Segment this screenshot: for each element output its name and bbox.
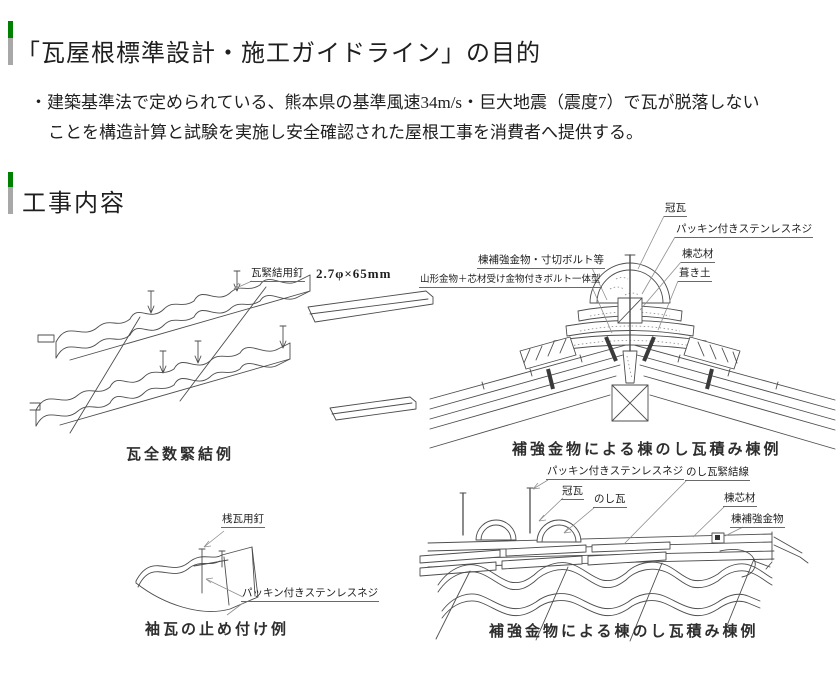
- intro-paragraph: ・建築基準法で定められている、熊本県の基準風速34m/s・巨大地震（震度7）で瓦…: [30, 88, 760, 148]
- leader-lines: [532, 479, 744, 545]
- caption-ridge-cross-section: 補強金物による棟のし瓦積み棟例: [512, 441, 782, 458]
- accent-bar-gray: [8, 187, 13, 214]
- reinforcement-battens: [519, 336, 741, 390]
- accent-bar-green: [8, 172, 13, 187]
- caption-tile-fastening: 瓦全数緊結例: [126, 446, 235, 463]
- label-tile-nail: 瓦緊結用釘: [250, 268, 305, 282]
- heading-accent-bar: [8, 21, 13, 65]
- ridge-beam: [611, 384, 649, 422]
- label-noshi-gawara: のし瓦: [593, 494, 627, 508]
- label-san-nail: 桟瓦用釘: [221, 514, 265, 528]
- gable-tile: [135, 546, 259, 612]
- label-packing-screw: パッキン付きステンレスネジ: [675, 224, 814, 238]
- label-mune-shinzai: 棟芯材: [681, 249, 715, 263]
- label-mune-hardware-side: 棟補強金物: [730, 514, 785, 528]
- caption-ridge-side: 補強金物による棟のし瓦積み棟例: [489, 623, 759, 640]
- heading-accent-bar-2: [8, 172, 13, 214]
- label-yamagata-hardware: 山形金物＋芯材受け金物付きボルト一体型: [419, 274, 602, 288]
- leader-lines: [203, 530, 244, 616]
- ridge-cross-section-diagram: [429, 215, 836, 450]
- label-mune-hardware: 棟補強金物・寸切ボルト等: [477, 255, 605, 269]
- label-fukido: 葺き土: [678, 268, 712, 282]
- label-packing-screw-side: パッキン付きステンレスネジ: [546, 466, 685, 480]
- label-kanmuri: 冠瓦: [664, 203, 687, 217]
- nail-icons: [198, 548, 226, 594]
- center-bolt-icon: [624, 254, 636, 352]
- label-noshi-wire: のし瓦緊結線: [685, 467, 750, 481]
- kanmuri-caps: [475, 519, 582, 543]
- accent-bar-green: [8, 21, 13, 38]
- label-mune-shinzai-side: 棟芯材: [723, 493, 757, 507]
- label-packing-screw-sode: パッキン付きステンレスネジ: [241, 588, 380, 602]
- accent-bar-gray: [8, 38, 13, 65]
- label-kanmuri-side: 冠瓦: [561, 486, 584, 500]
- leader-lines: [233, 280, 253, 290]
- intro-line-1: ・建築基準法で定められている、熊本県の基準風速34m/s・巨大地震（震度7）で瓦…: [30, 93, 760, 112]
- sode-tile-diagram: [135, 530, 259, 616]
- ridge-side-diagram: [419, 479, 809, 642]
- section-title: 工事内容: [22, 191, 126, 217]
- intro-line-2: ことを構造計算と試験を実施し安全確認された屋根工事を消費者へ提供する。: [48, 123, 643, 142]
- label-nail-spec: 2.7φ×65mm: [316, 266, 392, 281]
- noshi-flat-tiles: [419, 541, 671, 577]
- tile-fastening-diagram: [29, 270, 434, 434]
- mortar-wedge: [622, 350, 638, 384]
- nail-icons: [459, 487, 534, 536]
- tile-rows: [29, 274, 311, 434]
- roof-planes: [429, 344, 836, 450]
- nail-icons: [147, 270, 287, 374]
- battens: [307, 290, 434, 421]
- pan-tile-waves: [435, 548, 773, 642]
- page-title: 「瓦屋根標準設計・施工ガイドライン」の目的: [16, 41, 541, 67]
- leader-lines: [591, 215, 682, 334]
- caption-sode-tile: 袖瓦の止め付け例: [145, 621, 290, 638]
